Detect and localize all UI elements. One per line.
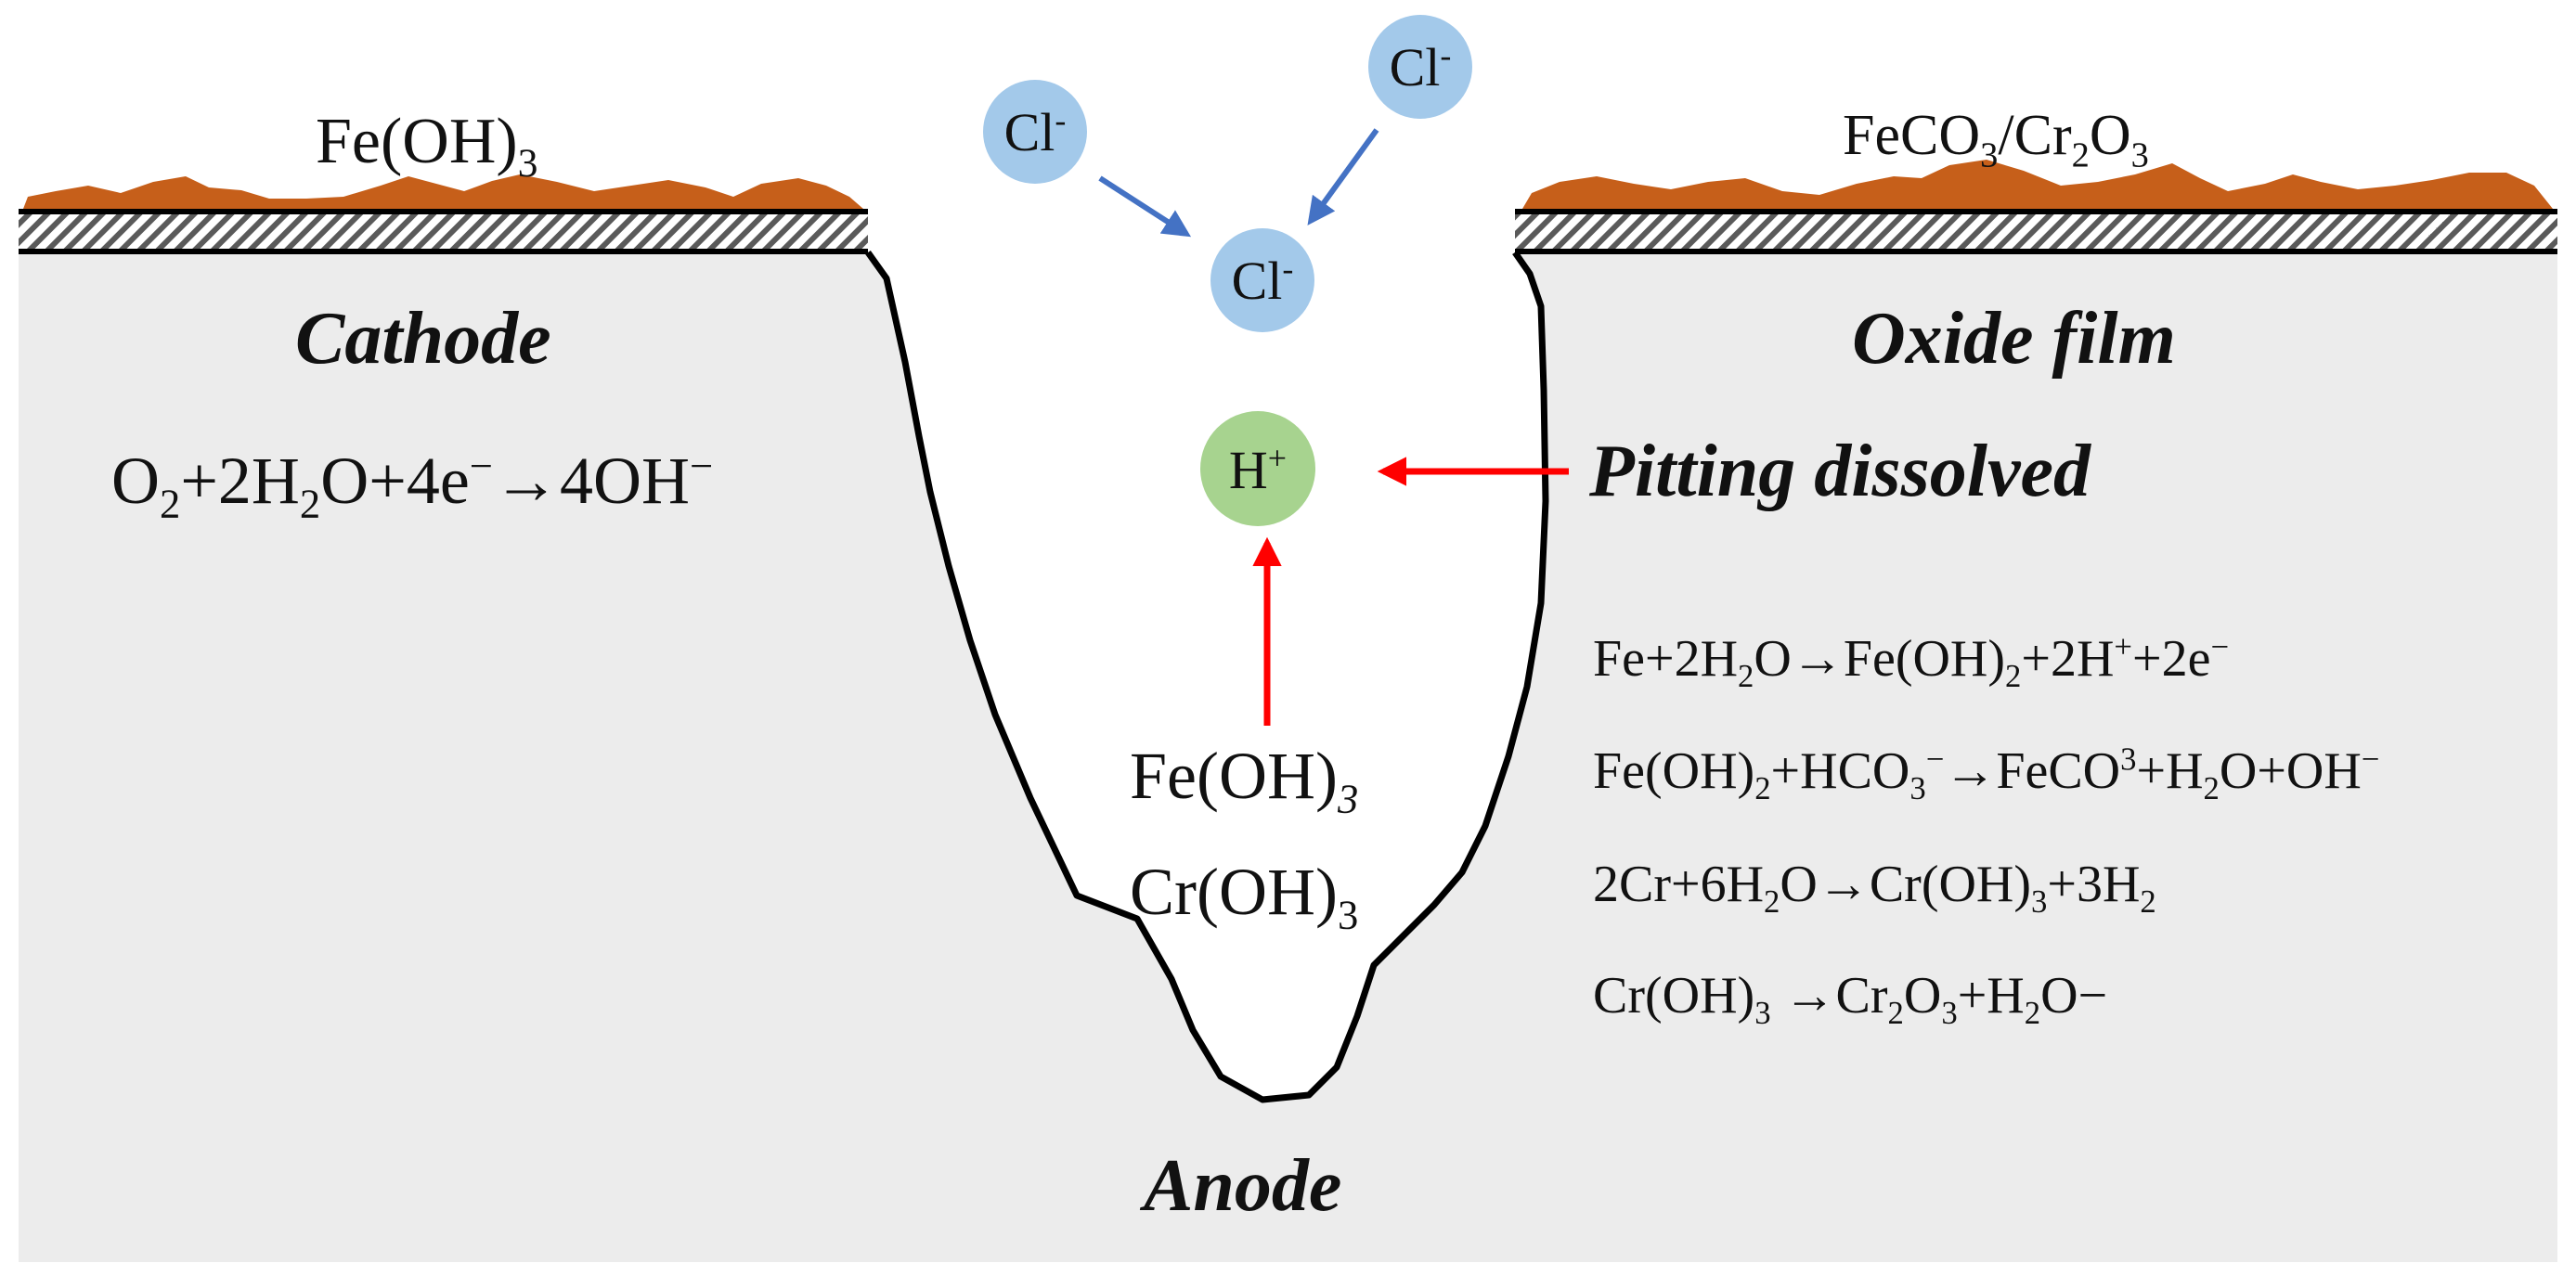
right-deposit-label: FeCO3/Cr2O3 bbox=[1843, 104, 2149, 175]
oxide-film-label: Oxide film bbox=[1852, 298, 2176, 380]
chloride-ion-center bbox=[1210, 228, 1314, 332]
chloride-label-center: Cl- bbox=[1231, 250, 1294, 311]
pit-outline bbox=[865, 250, 1549, 1103]
chloride-arrow-right bbox=[1307, 128, 1379, 226]
metal-substrate bbox=[19, 252, 2557, 1262]
reaction-3: 2Cr+6H2O→Cr(OH)3+3H2 bbox=[1593, 856, 2156, 921]
chloride-ion-left bbox=[983, 80, 1087, 184]
pitting-dissolved-label: Pitting dissolved bbox=[1589, 431, 2091, 512]
right-passive-film bbox=[1515, 209, 2557, 254]
cathode-reaction: O2+2H2O+4e−→4OH− bbox=[111, 443, 714, 527]
left-deposit-label: Fe(OH)3 bbox=[316, 106, 538, 186]
chloride-arrow-left bbox=[1098, 175, 1192, 238]
reaction-4: Cr(OH)3 →Cr2O3+H2O− bbox=[1593, 967, 2108, 1032]
chloride-ion-top-right bbox=[1368, 15, 1472, 119]
chloride-label-left: Cl- bbox=[1003, 101, 1067, 162]
anode-label: Anode bbox=[1144, 1145, 1342, 1227]
reaction-1: Fe+2H2O→Fe(OH)2+2H++2e− bbox=[1593, 628, 2230, 695]
reaction-2: Fe(OH)2+HCO3−→FeCO3+H2O+OH− bbox=[1593, 741, 2380, 807]
pit-product-iron-hydroxide: Fe(OH)3 bbox=[1130, 739, 1359, 822]
hydrogen-label: H+ bbox=[1228, 439, 1288, 500]
right-rust-deposit bbox=[1522, 160, 2553, 209]
left-passive-film bbox=[19, 209, 868, 254]
hydrogen-ion bbox=[1200, 411, 1315, 526]
pit-product-chromium-hydroxide: Cr(OH)3 bbox=[1130, 855, 1359, 938]
left-rust-deposit bbox=[23, 174, 863, 209]
chloride-label-top-right: Cl- bbox=[1389, 36, 1452, 97]
cathode-label: Cathode bbox=[295, 298, 551, 380]
